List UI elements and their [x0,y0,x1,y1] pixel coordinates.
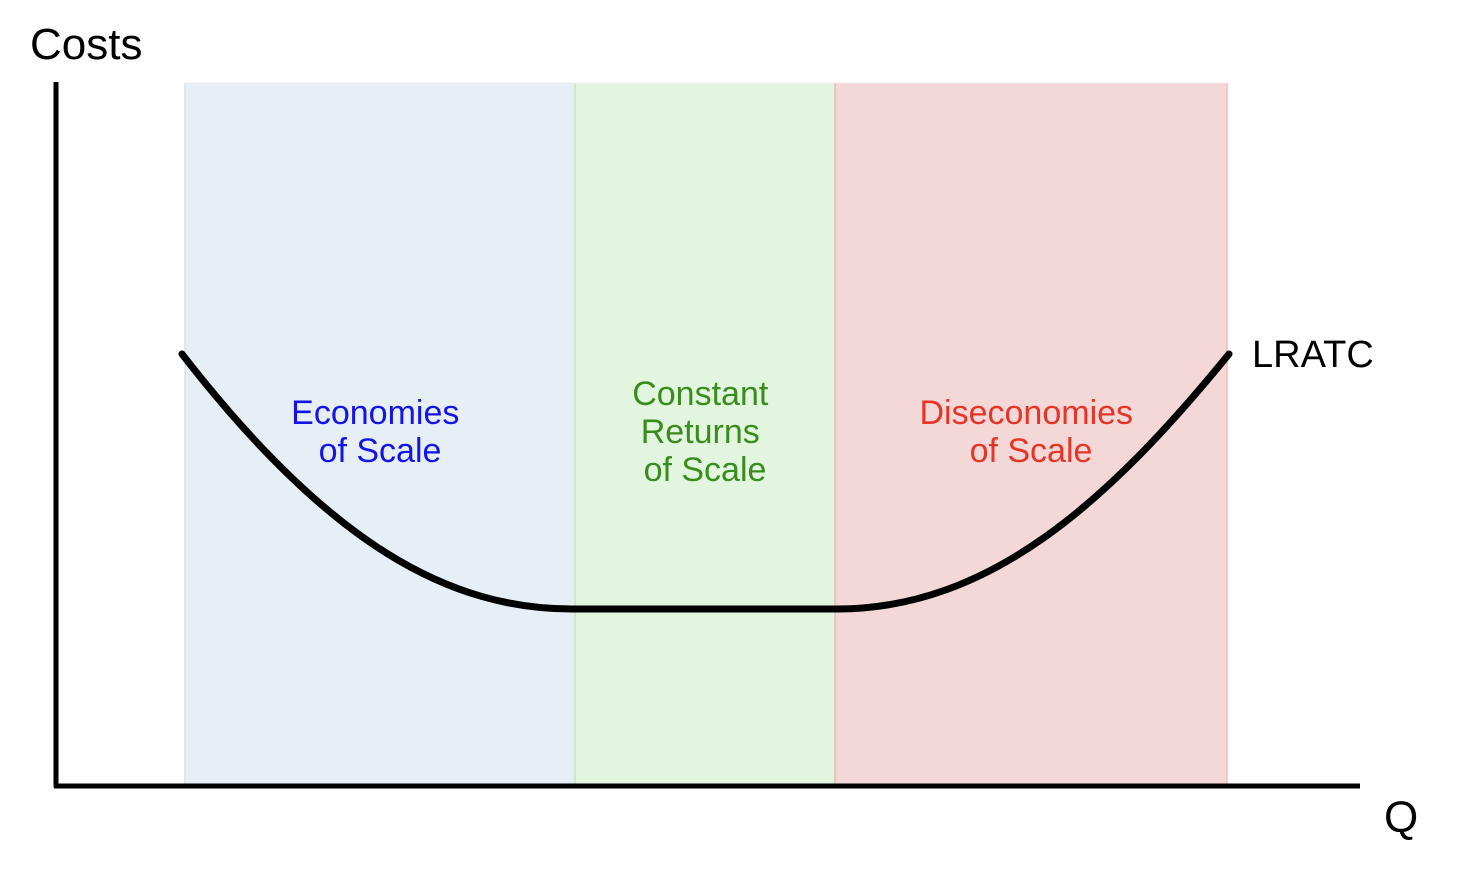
diseconomies-label-line-1: Diseconomies [920,394,1134,432]
x-axis-label: Q [1384,793,1418,842]
economies-label-line-1: Economies [291,394,459,432]
constant-returns-label: Constant Returns of Scale [632,375,778,489]
diseconomies-label-line-2: of Scale [970,432,1093,470]
economies-of-scale-label: Economies of Scale [291,394,469,470]
constant-label-line-1: Constant [632,375,769,413]
economies-label-line-2: of Scale [319,432,442,470]
lratc-curve [178,350,1233,613]
constant-returns-region [575,83,835,785]
y-axis-label: Costs [30,20,142,69]
constant-label-line-2: Returns [641,413,760,451]
constant-label-line-3: of Scale [644,451,767,489]
lratc-label: LRATC [1252,334,1374,376]
diseconomies-of-scale-label: Diseconomies of Scale [920,394,1143,470]
